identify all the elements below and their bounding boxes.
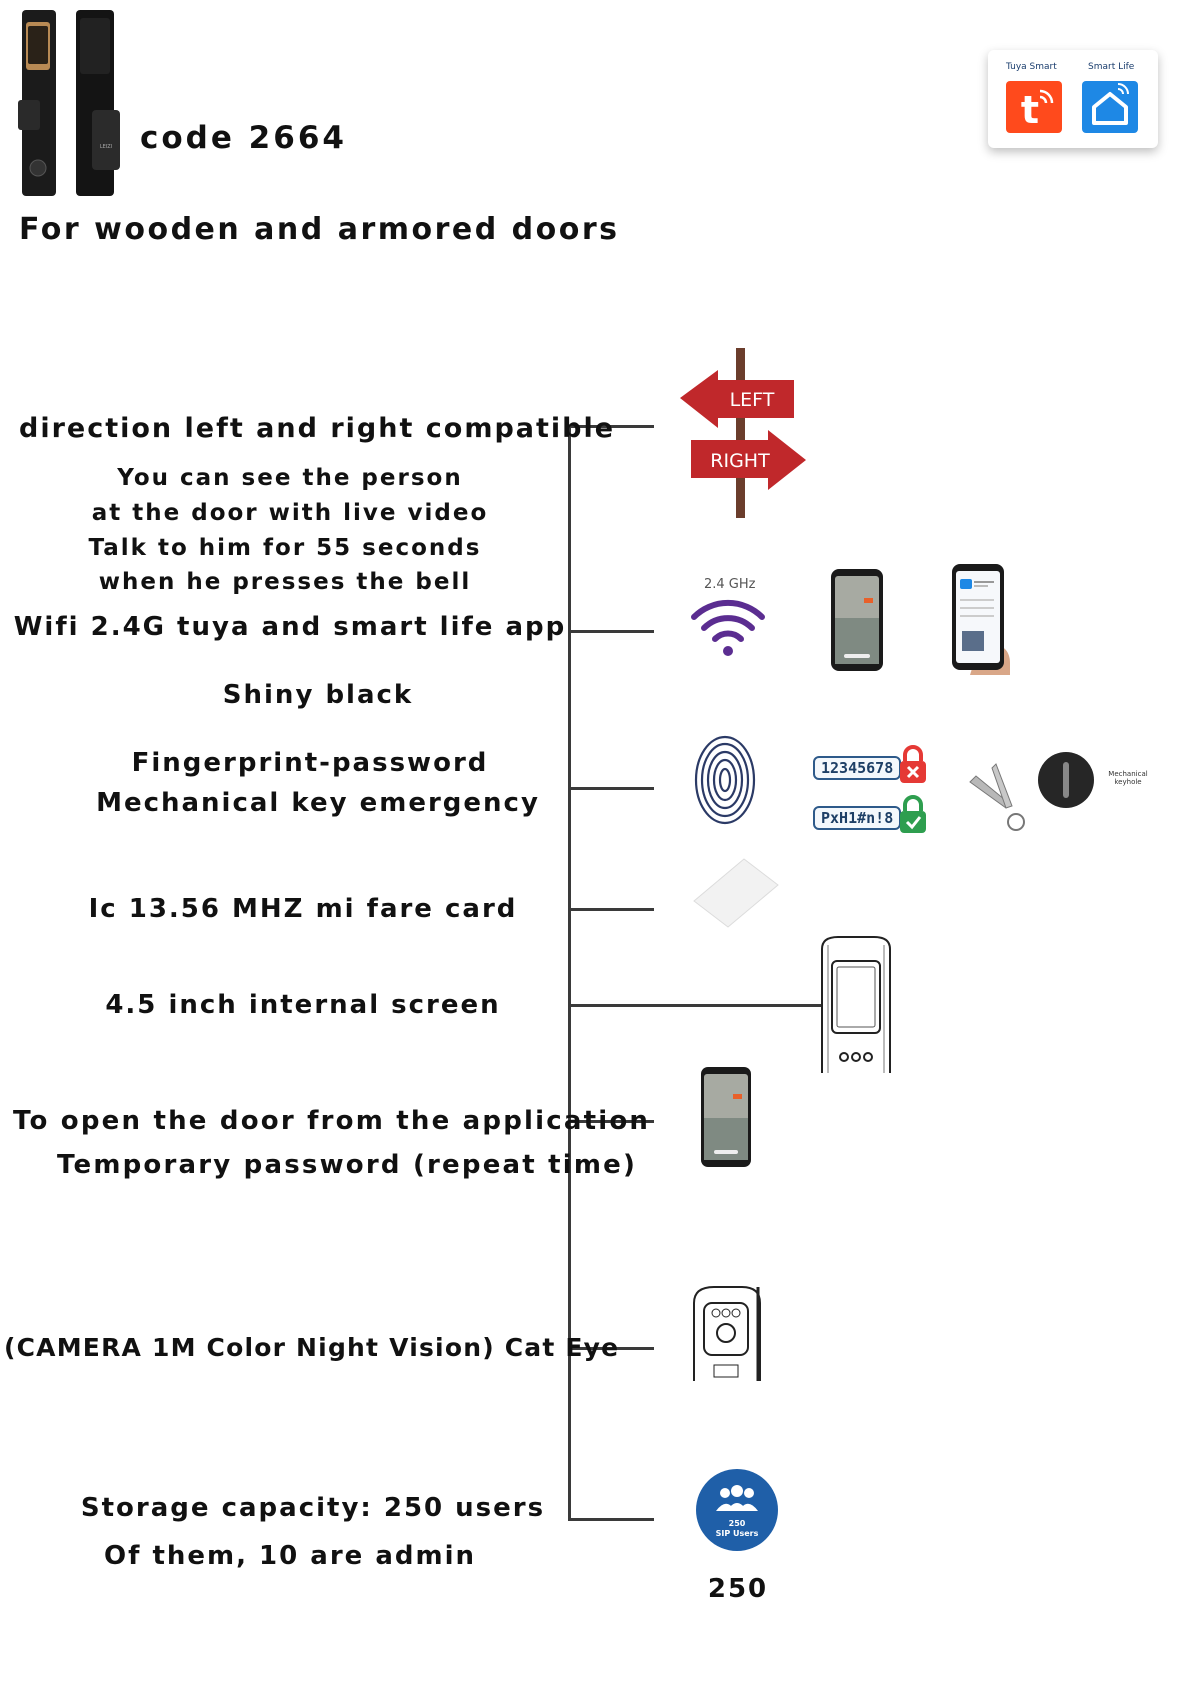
phone-unlock-icon [700, 1066, 752, 1168]
connector-wifi [568, 630, 654, 633]
left-arrow-label: LEFT [730, 389, 775, 411]
feature-direction: direction left and right compatible [19, 413, 616, 444]
fingerprint-icon [694, 735, 756, 825]
smartlife-app-icon [1082, 81, 1138, 133]
connector-card [568, 908, 654, 911]
users-badge-icon: 250 SIP Users [696, 1469, 778, 1551]
keyhole-label: Mechanical keyhole [1108, 770, 1148, 786]
password-strong-field: PxH1#n!8 [813, 806, 902, 830]
users-badge-number: 250 [728, 1519, 746, 1528]
connector-unlock [568, 787, 654, 790]
app-logos-card: Tuya Smart Smart Life t [988, 50, 1158, 148]
connector-storage [568, 1518, 654, 1521]
connector-screen [568, 1004, 824, 1007]
lock-product-image: LEIZI [14, 8, 120, 198]
phone-video-icon [830, 568, 884, 672]
product-code: code 2664 [140, 120, 347, 156]
feature-video-line-1: You can see the person [117, 465, 463, 491]
feature-unlock-line-2: Mechanical key emergency [96, 788, 540, 818]
feature-app-open: To open the door from the application [13, 1106, 651, 1136]
password-plain-field: 12345678 [813, 756, 902, 780]
lock-brand-text: LEIZI [100, 144, 112, 150]
lock-error-icon [898, 745, 928, 785]
lock-ok-icon [898, 795, 928, 835]
feature-temp-password: Temporary password (repeat time) [57, 1150, 638, 1180]
wifi-band-label: 2.4 GHz [704, 577, 756, 592]
mechanical-key-icon [966, 762, 1032, 834]
tuya-app-icon: t [1006, 81, 1062, 133]
keyhole-icon [1036, 750, 1096, 810]
connector-camera [568, 1347, 654, 1350]
camera-cat-eye-icon [690, 1283, 764, 1383]
feature-unlock-line-1: Fingerprint-password [131, 748, 489, 778]
feature-color: Shiny black [222, 680, 414, 710]
wifi-icon [690, 597, 766, 659]
feature-wifi: Wifi 2.4G tuya and smart life app [13, 612, 567, 642]
feature-camera: (CAMERA 1M Color Night Vision) Cat Eye [4, 1333, 620, 1362]
connector-vertical-line [568, 425, 571, 1521]
feature-video-line-2: at the door with live video [91, 500, 489, 526]
feature-storage-line-1: Storage capacity: 250 users [80, 1493, 546, 1523]
feature-card: Ic 13.56 MHZ mi fare card [88, 894, 518, 924]
feature-video-line-3: Talk to him for 55 seconds [88, 535, 482, 561]
feature-video-line-4: when he presses the bell [98, 569, 472, 595]
phone-app-icon [940, 563, 1012, 675]
ic-card-icon [690, 855, 780, 931]
direction-arrows-icon: LEFT RIGHT [680, 348, 810, 518]
door-type-subtitle: For wooden and armored doors [19, 212, 620, 247]
feature-screen: 4.5 inch internal screen [105, 990, 501, 1020]
users-count: 250 [707, 1574, 769, 1604]
tuya-app-label: Tuya Smart [1006, 62, 1057, 72]
internal-screen-icon [818, 935, 894, 1075]
feature-storage-line-2: Of them, 10 are admin [103, 1541, 476, 1571]
connector-direction [568, 425, 654, 428]
right-arrow-label: RIGHT [710, 450, 770, 472]
users-badge-caption: SIP Users [715, 1529, 759, 1538]
smartlife-app-label: Smart Life [1088, 62, 1135, 72]
svg-text:t: t [1021, 88, 1039, 132]
connector-app [568, 1120, 654, 1123]
